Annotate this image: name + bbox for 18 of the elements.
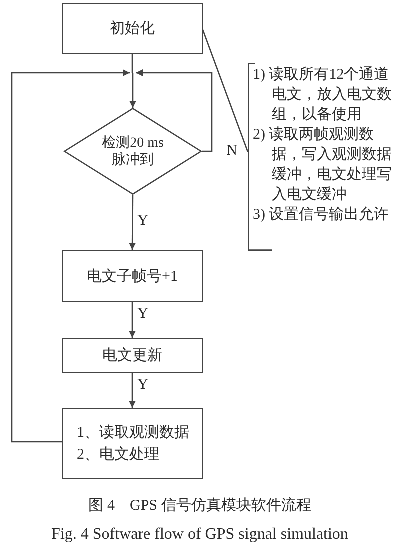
list-item: 1、读取观测数据 [77,424,190,442]
note-item: 3) 设置信号输出允许 [252,206,390,225]
list-item: 2、电文处理 [77,446,160,464]
arrow [129,373,136,408]
leader-line [202,30,249,152]
note-item: 2) 读取两帧观测数据，写入观测数据缓冲，电文处理写入电文缓冲 [252,126,393,205]
process-box [62,408,203,479]
arrow [129,195,136,250]
arrow [129,302,136,338]
process-box: 电文更新 [62,338,203,373]
process-box: 初始化 [62,3,203,54]
decision-diamond: 检测20 ms脉冲到 [64,108,202,195]
caption: Fig. 4 Software flow of GPS signal simulation [50,526,350,544]
caption: 图 4 GPS 信号仿真模块软件流程 [88,496,312,515]
process-box: 电文子帧号+1 [62,250,203,302]
annotation-bracket [248,63,394,251]
arrow [11,70,130,443]
note-item: 1) 读取所有12个通道电文，放入电文数组，以备使用 [252,66,393,125]
